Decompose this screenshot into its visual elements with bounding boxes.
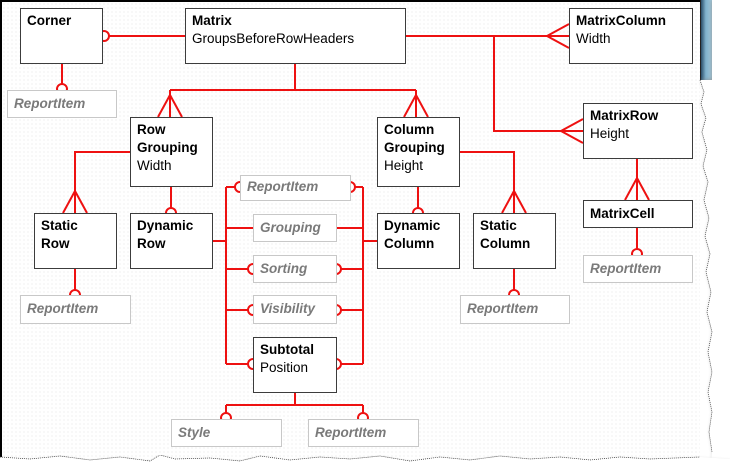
entity-column-grouping[interactable]: Column Grouping Height [377, 117, 460, 187]
entity-static-row[interactable]: Static Row [34, 213, 117, 269]
entity-property: Height [590, 126, 630, 141]
ref-matrixcell-reportitem[interactable]: ReportItem [583, 255, 693, 283]
entity-property: Height [384, 158, 424, 173]
ref-group-reportitem[interactable]: ReportItem [240, 175, 351, 201]
entity-name-line2: Grouping [384, 140, 445, 155]
entity-name-line2: Row [137, 236, 166, 251]
entity-name: MatrixCell [590, 206, 655, 221]
ref-subtotal-style[interactable]: Style [171, 419, 282, 447]
entity-name: Subtotal [260, 342, 314, 357]
entity-property: Position [260, 360, 309, 375]
ref-subtotal-reportitem[interactable]: ReportItem [308, 419, 419, 447]
entity-matrixrow[interactable]: MatrixRow Height [583, 103, 693, 159]
entity-name-line1: Dynamic [137, 218, 194, 233]
torn-edge-bottom [0, 455, 730, 472]
entity-name-line1: Row [137, 122, 166, 137]
ref-visibility[interactable]: Visibility [253, 295, 337, 324]
ref-grouping[interactable]: Grouping [253, 214, 337, 242]
entity-matrix[interactable]: Matrix GroupsBeforeRowHeaders [185, 8, 406, 64]
entity-name-line2: Row [41, 236, 70, 251]
ref-corner-reportitem[interactable]: ReportItem [7, 90, 117, 118]
torn-edge-right [699, 0, 730, 472]
entity-subtotal[interactable]: Subtotal Position [253, 337, 337, 393]
entity-static-column[interactable]: Static Column [473, 213, 556, 269]
entity-name-line2: Column [384, 236, 435, 251]
entity-name: Matrix [192, 13, 232, 28]
entity-matrixcell[interactable]: MatrixCell [583, 200, 693, 228]
entity-property: Width [137, 158, 172, 173]
entity-property: Width [576, 31, 611, 46]
ref-staticrow-reportitem[interactable]: ReportItem [20, 295, 131, 324]
entity-matrixcolumn[interactable]: MatrixColumn Width [569, 8, 693, 64]
entity-row-grouping[interactable]: Row Grouping Width [130, 117, 213, 187]
entity-dynamic-row[interactable]: Dynamic Row [130, 213, 213, 269]
entity-name-line1: Column [384, 122, 435, 137]
entity-corner[interactable]: Corner [20, 8, 103, 64]
ref-sorting[interactable]: Sorting [253, 255, 337, 283]
entity-name-line1: Static [480, 218, 517, 233]
entity-name-line2: Grouping [137, 140, 198, 155]
ref-staticcolumn-reportitem[interactable]: ReportItem [460, 295, 570, 324]
entity-name-line2: Column [480, 236, 531, 251]
background-window-edge [700, 0, 713, 80]
entity-name: MatrixRow [590, 108, 659, 123]
entity-dynamic-column[interactable]: Dynamic Column [377, 213, 460, 269]
entity-name: Corner [27, 13, 72, 28]
entity-property: GroupsBeforeRowHeaders [192, 31, 355, 46]
entity-name-line1: Dynamic [384, 218, 441, 233]
entity-name-line1: Static [41, 218, 78, 233]
entity-name: MatrixColumn [576, 13, 667, 28]
